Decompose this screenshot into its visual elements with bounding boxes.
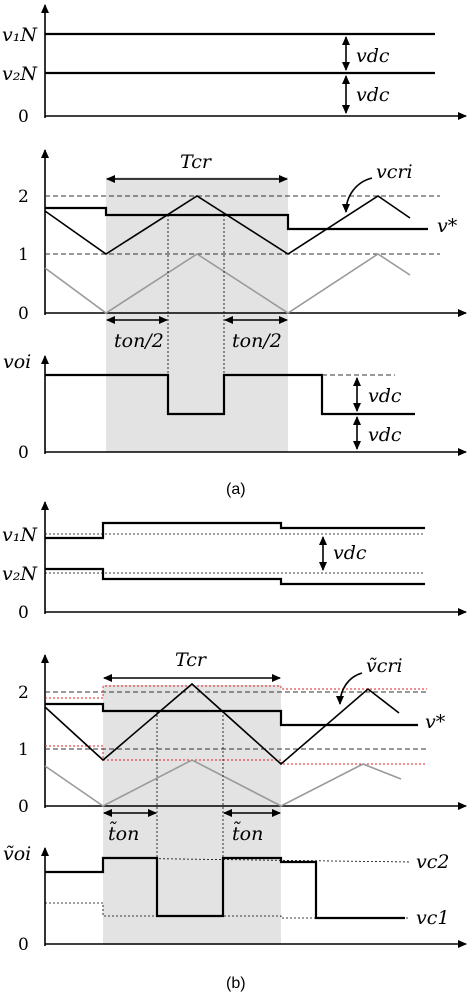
lower-carrier bbox=[44, 759, 402, 807]
tick-1-label: 1 bbox=[18, 245, 29, 265]
reference-label: v* bbox=[437, 215, 458, 237]
vdc-label: vdc bbox=[333, 542, 367, 564]
ton-label-left: t̃on bbox=[108, 822, 139, 845]
tcr-label: Tcr bbox=[180, 151, 213, 173]
voi-label: ṽoi bbox=[3, 843, 31, 865]
tick-0-label: 0 bbox=[18, 304, 29, 324]
output-voltage bbox=[45, 373, 415, 416]
tick-0-label: 0 bbox=[18, 797, 29, 817]
caption-b: (b) bbox=[226, 975, 246, 992]
panel-a-pole-voltages: v₁N v₂N 0 vdc vdc bbox=[2, 4, 467, 127]
cri-label: ṽcri bbox=[366, 655, 403, 677]
panel-a-output: voi 0 vdc vdc bbox=[3, 351, 467, 463]
voi-label: voi bbox=[3, 351, 31, 373]
zero-label: 0 bbox=[18, 603, 29, 623]
lower-carrier bbox=[44, 253, 411, 314]
cri-pointer-arrow bbox=[342, 177, 373, 213]
v2n-signal bbox=[45, 567, 425, 586]
panel-a-carrier: Tcr vcri v* 2 1 0 ton/2 ton/2 bbox=[18, 149, 467, 374]
cri-label: vcri bbox=[376, 161, 413, 183]
v1n-label: v₁N bbox=[2, 524, 38, 546]
panel-b: v₁N v₂N 0 vdc Tcr ṽcri v* 2 1 bbox=[2, 501, 467, 992]
v2n-label: v₂N bbox=[2, 63, 38, 85]
upper-carrier bbox=[44, 682, 400, 766]
v2n-label: v₂N bbox=[2, 563, 38, 585]
upper-limit-red bbox=[45, 685, 427, 699]
caption-a: (a) bbox=[226, 481, 246, 498]
tcr-label: Tcr bbox=[175, 649, 208, 671]
zero-label: 0 bbox=[18, 107, 29, 127]
vc1-label: vc1 bbox=[416, 907, 449, 929]
panel-b-carrier: Tcr ṽcri v* 2 1 0 t̃on t̃on bbox=[18, 649, 467, 917]
reference-signal bbox=[45, 702, 418, 727]
vdc-label-1: vdc bbox=[368, 385, 402, 407]
panel-a: v₁N v₂N 0 vdc vdc Tcr vcri v* 2 1 bbox=[2, 4, 467, 498]
reference-signal bbox=[45, 206, 428, 231]
v1n-signal bbox=[45, 521, 425, 540]
panel-b-output: ṽoi 0 vc2 vc1 bbox=[3, 843, 467, 955]
upper-carrier bbox=[44, 195, 411, 255]
vdc-label-2: vdc bbox=[368, 424, 402, 446]
ton-half-label-right: ton/2 bbox=[232, 330, 282, 352]
zero-label: 0 bbox=[18, 935, 29, 955]
vc2-label: vc2 bbox=[416, 851, 449, 873]
reference-label: v* bbox=[425, 711, 446, 733]
tick-2-label: 2 bbox=[18, 187, 29, 207]
vc2-dotted bbox=[102, 857, 411, 863]
v1n-label: v₁N bbox=[2, 24, 38, 46]
ton-label-right: t̃on bbox=[232, 822, 263, 845]
tick-2-label: 2 bbox=[18, 683, 29, 703]
carrier-period-shade-a bbox=[106, 177, 288, 452]
vdc-label-1: vdc bbox=[356, 45, 390, 67]
vdc-label-2: vdc bbox=[356, 84, 390, 106]
ton-half-label-left: ton/2 bbox=[114, 330, 164, 352]
zero-label: 0 bbox=[18, 443, 29, 463]
carrier-period-shade-b bbox=[103, 685, 281, 945]
tick-1-label: 1 bbox=[18, 740, 29, 760]
panel-b-pole-voltages: v₁N v₂N 0 vdc bbox=[2, 501, 467, 623]
cri-pointer-arrow bbox=[336, 672, 363, 705]
output-voltage bbox=[45, 856, 405, 920]
